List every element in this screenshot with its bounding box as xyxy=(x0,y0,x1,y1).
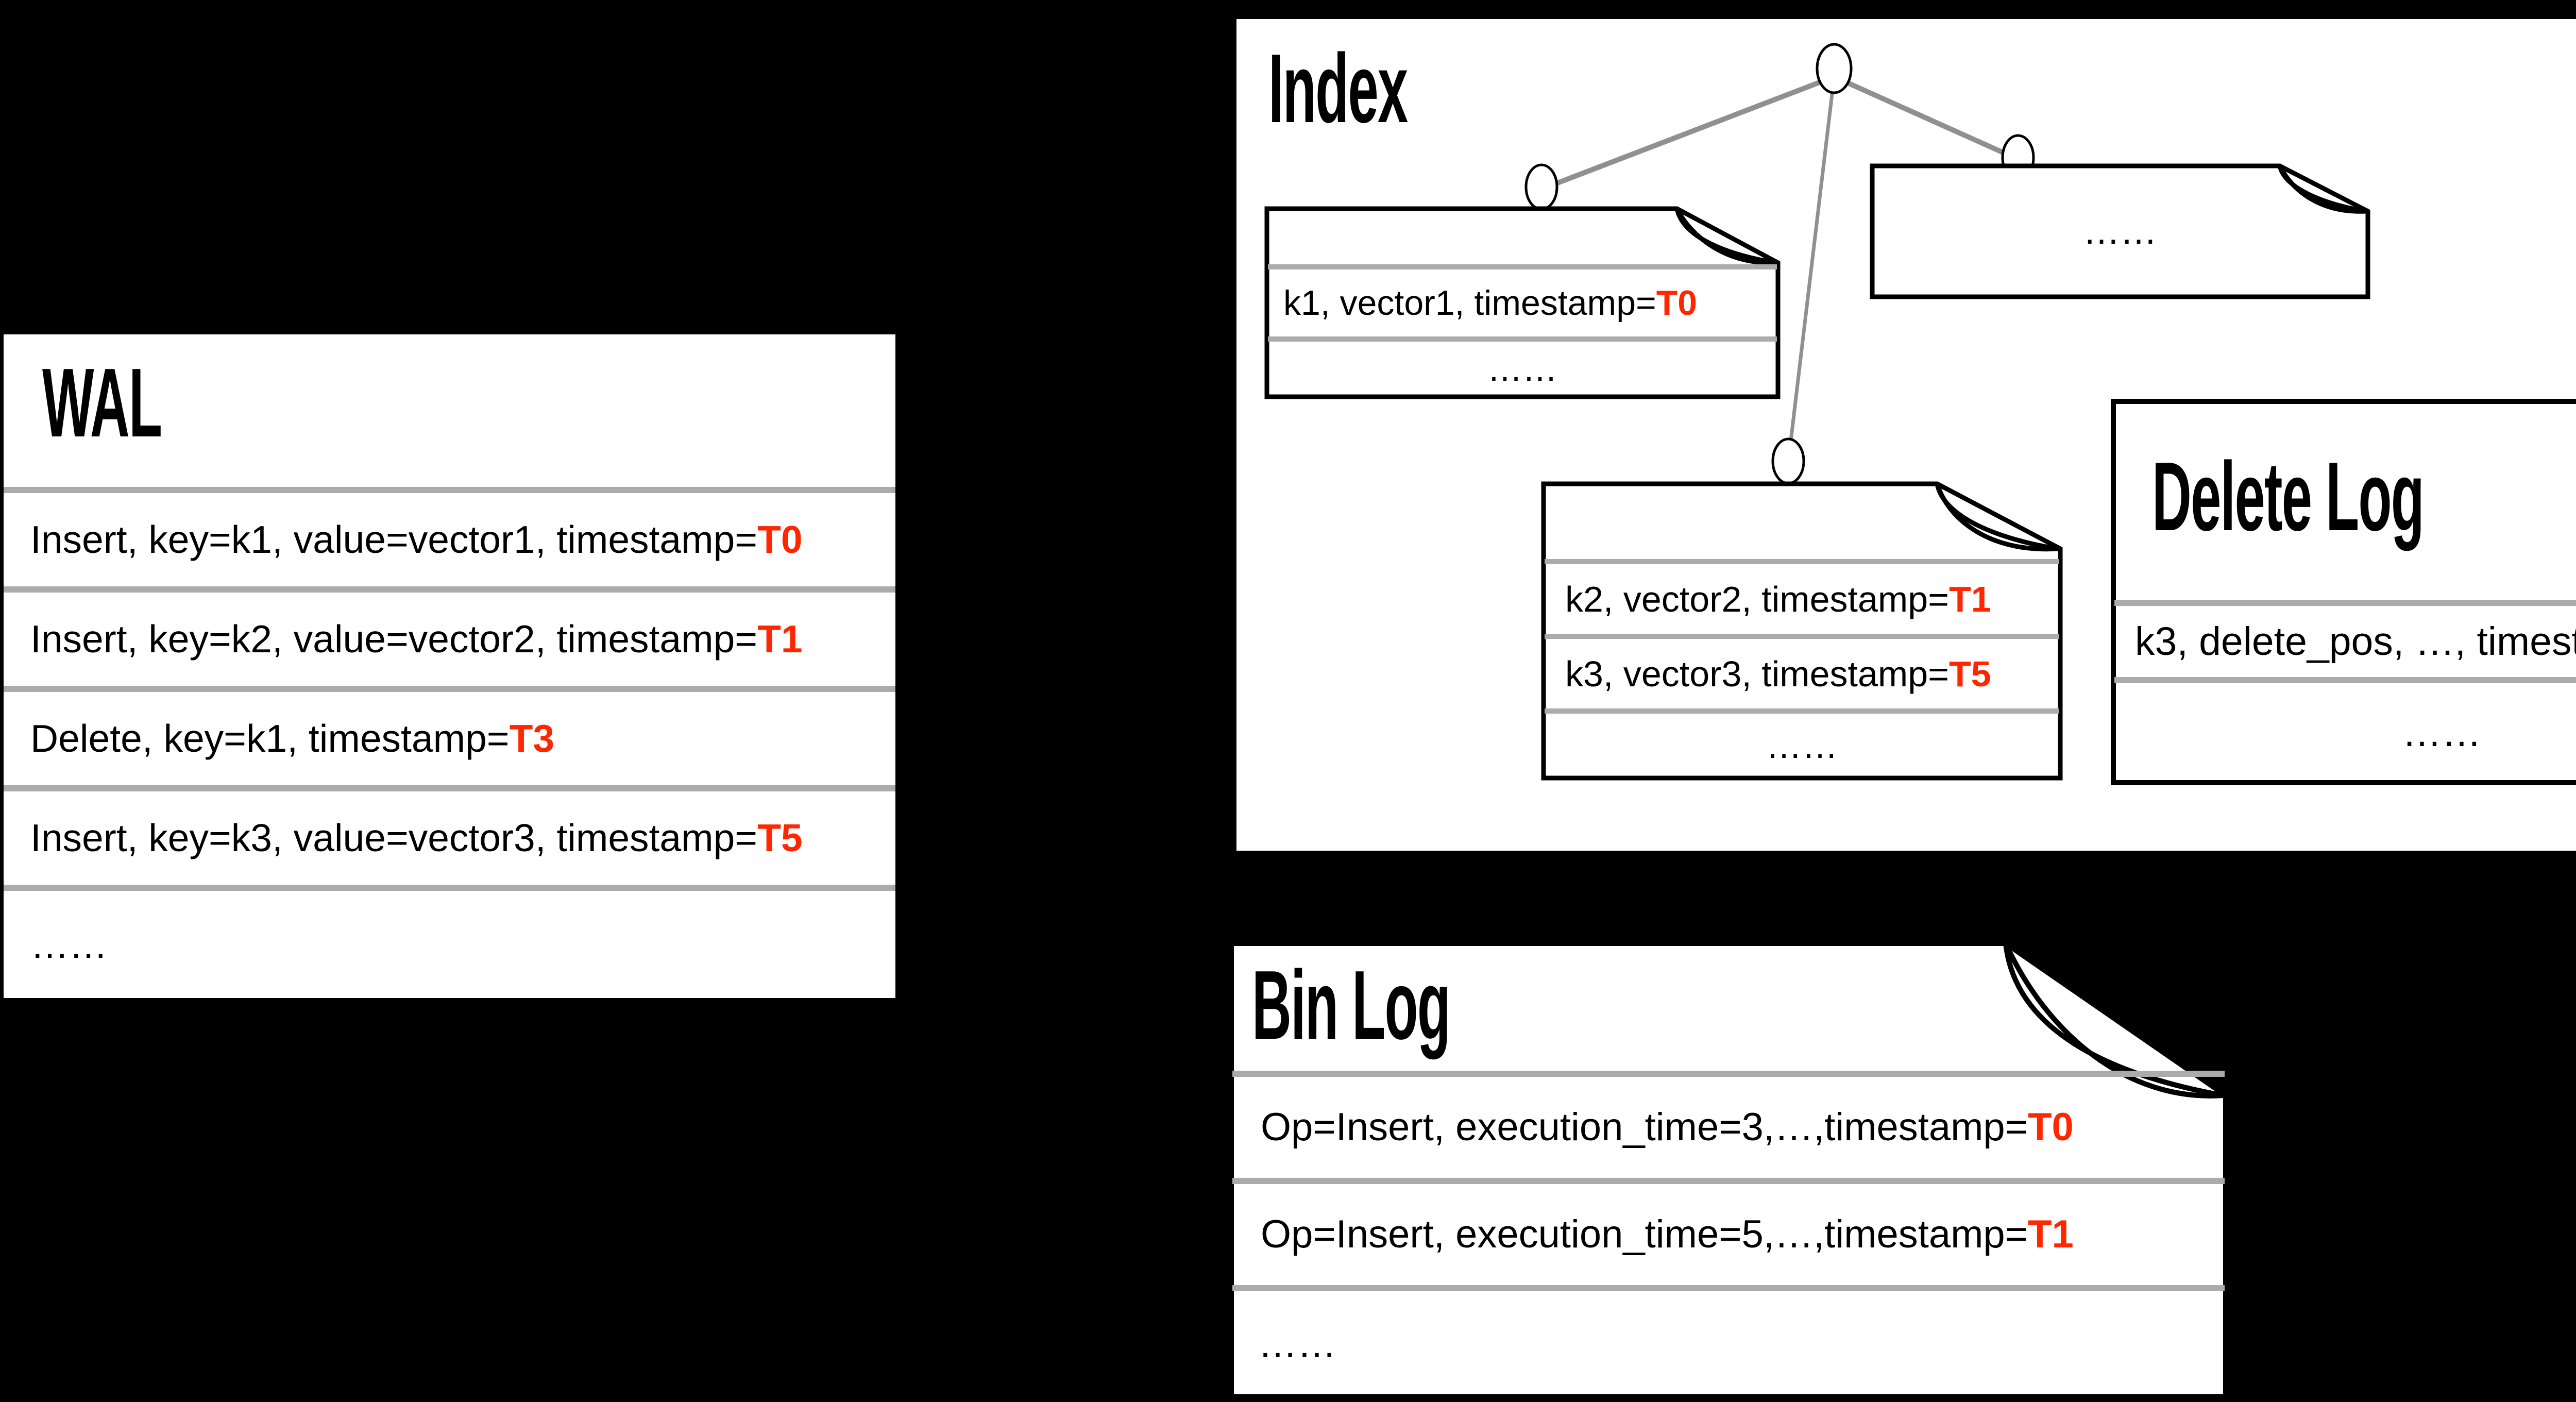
row-text: Delete, key=k1, timestamp= xyxy=(30,717,510,760)
row-timestamp: T5 xyxy=(1949,653,1991,694)
bin-log-doc: Bin Log Op=Insert, execution_time=3,…,ti… xyxy=(1229,941,2228,1399)
index-summary-box: …… xyxy=(1870,163,2370,299)
page-outline xyxy=(2111,399,2576,785)
log-dots-row: …… xyxy=(1232,1285,2225,1397)
tree-child-node-circle xyxy=(1524,163,1558,211)
row-text: …… xyxy=(1487,349,1557,388)
page-shape xyxy=(1870,163,2370,299)
row-text: …… xyxy=(1766,725,1838,766)
row-text: k3, vector3, timestamp= xyxy=(1565,653,1950,694)
log-row: Op=Insert, execution_time=5,…,timestamp=… xyxy=(1232,1178,2225,1285)
delete-log-title: Delete Log xyxy=(2152,442,2425,551)
page-outline xyxy=(1870,163,2370,299)
row-text: Insert, key=k3, value=vector3, timestamp… xyxy=(30,816,758,859)
tree-edge xyxy=(1786,76,1836,463)
row-timestamp: T0 xyxy=(1656,283,1698,323)
row-timestamp: T5 xyxy=(757,816,803,859)
doc-dots-row: …… xyxy=(1545,708,2059,777)
wal-row: Insert, key=k3, value=vector3, timestamp… xyxy=(4,785,895,885)
page-shape xyxy=(1541,481,2063,781)
row-text: Insert, key=k2, value=vector2, timestamp… xyxy=(30,617,758,661)
index-title: Index xyxy=(1268,34,1408,143)
row-text: k1, vector1, timestamp= xyxy=(1283,283,1656,323)
row-text: k2, vector2, timestamp= xyxy=(1565,579,1950,619)
page-outline xyxy=(1541,481,2063,781)
tree-root-node-circle xyxy=(1816,43,1853,94)
row-text: …… xyxy=(1258,1322,1336,1366)
dog-ear-fold-icon xyxy=(1674,207,1776,265)
wal-row: Delete, key=k1, timestamp=T3 xyxy=(4,686,895,785)
wal-row: Insert, key=k1, value=vector1, timestamp… xyxy=(4,487,895,586)
tree-child-node-circle xyxy=(1771,437,1805,485)
row-timestamp: T0 xyxy=(757,518,803,561)
row-text: Insert, key=k1, value=vector1, timestamp… xyxy=(30,518,758,561)
dog-ear-fold-icon xyxy=(2003,942,2224,1099)
row-text: Op=Insert, execution_time=5,…,timestamp= xyxy=(1261,1212,2028,1256)
page-shape xyxy=(1264,206,1781,399)
doc-row: k3, vector3, timestamp=T5 xyxy=(1545,634,2059,708)
row-timestamp: T1 xyxy=(2028,1212,2074,1256)
row-text: …… xyxy=(2402,710,2482,755)
row-text: …… xyxy=(30,922,108,966)
tree-edge xyxy=(1540,74,1835,192)
index-segment-doc-2: k2, vector2, timestamp=T1 k3, vector3, t… xyxy=(1541,481,2063,781)
log-row: Op=Insert, execution_time=3,…,timestamp=… xyxy=(1232,1071,2225,1178)
wal-box: WAL Insert, key=k1, value=vector1, times… xyxy=(4,334,895,998)
log-dots-row: …… xyxy=(2114,677,2576,782)
wal-row: Insert, key=k2, value=vector2, timestamp… xyxy=(4,586,895,686)
row-text: k3, delete_pos, …, timestamp= xyxy=(2135,619,2576,664)
dog-ear-fold-icon xyxy=(2277,164,2366,214)
row-timestamp: T3 xyxy=(509,717,555,760)
row-timestamp: T1 xyxy=(757,617,803,661)
tree-edge xyxy=(1833,74,2020,162)
page-shape xyxy=(1229,941,2228,1399)
wal-dots-row: …… xyxy=(4,885,895,998)
page-outline xyxy=(1229,941,2228,1399)
bin-log-title: Bin Log xyxy=(1252,951,1451,1060)
page-shape xyxy=(2111,399,2576,785)
index-panel: Index k1, vector1, timestamp=T0 …… xyxy=(1230,13,2576,857)
row-timestamp: T1 xyxy=(1949,579,1991,619)
delete-log-doc: Delete Log k3, delete_pos, …, timestamp=… xyxy=(2111,399,2576,785)
row-text: …… xyxy=(2083,211,2157,252)
log-row: k3, delete_pos, …, timestamp=T3 xyxy=(2114,600,2576,677)
index-segment-doc-1: k1, vector1, timestamp=T0 …… xyxy=(1264,206,1781,399)
doc-row: k2, vector2, timestamp=T1 xyxy=(1545,559,2059,634)
page-outline xyxy=(1264,206,1781,399)
doc-row: k1, vector1, timestamp=T0 xyxy=(1268,264,1777,336)
doc-dots-row: …… xyxy=(1268,336,1777,396)
wal-title: WAL xyxy=(42,348,162,458)
row-timestamp: T0 xyxy=(2028,1105,2074,1149)
summary-dots: …… xyxy=(1873,164,2367,299)
row-text: Op=Insert, execution_time=3,…,timestamp= xyxy=(1261,1105,2028,1149)
dog-ear-fold-icon xyxy=(1935,483,2058,552)
